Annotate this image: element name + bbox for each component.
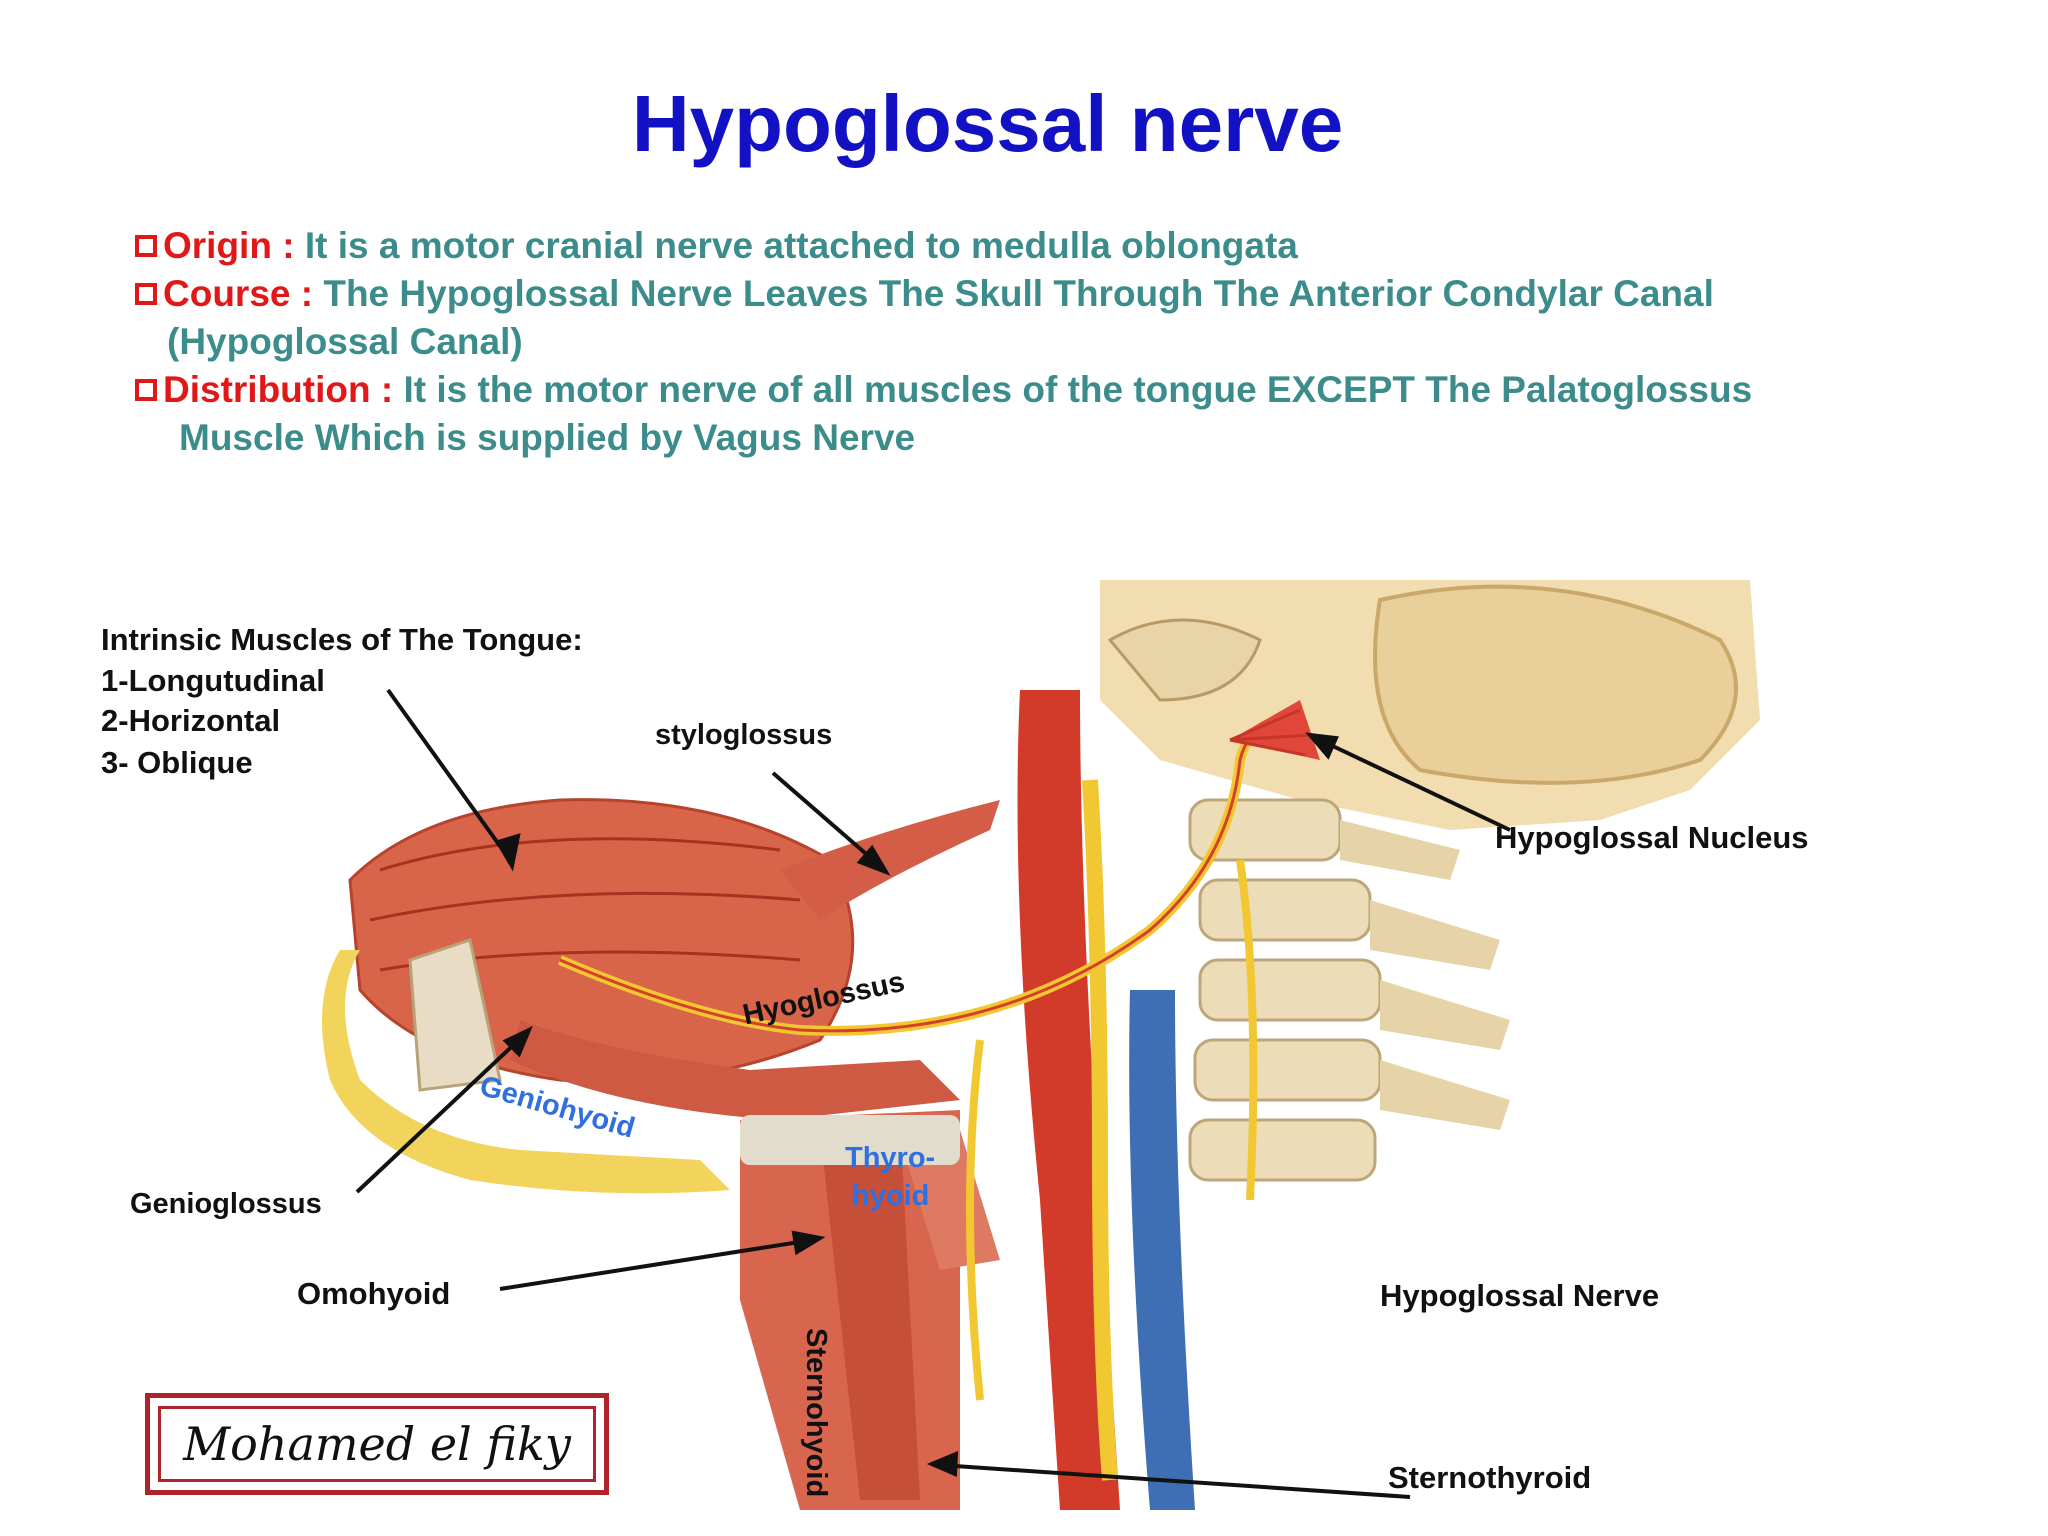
label-omohyoid: Omohyoid (297, 1276, 451, 1311)
bullet-course: Course : The Hypoglossal Nerve Leaves Th… (135, 270, 1752, 318)
bullet-text: It is the motor nerve of all muscles of … (403, 369, 1753, 410)
bullet-text: The Hypoglossal Nerve Leaves The Skull T… (323, 273, 1714, 314)
signature-inner-frame: Mohamed el fiky (158, 1406, 596, 1482)
label-intrinsic-2: 2-Horizontal (101, 703, 281, 738)
bullet-key: Course : (163, 273, 314, 314)
bullet-continuation: (Hypoglossal Canal) (167, 321, 523, 362)
bullet-continuation: Muscle Which is supplied by Vagus Nerve (179, 417, 916, 458)
bullet-list: Origin : It is a motor cranial nerve att… (135, 222, 1752, 462)
label-hypoglossal-nucleus: Hypoglossal Nucleus (1495, 820, 1809, 855)
bullet-key: Origin : (163, 225, 295, 266)
label-hypoglossal-nerve: Hypoglossal Nerve (1380, 1278, 1660, 1313)
label-thyrohyoid-line2: hyoid (852, 1180, 930, 1212)
bullet-origin: Origin : It is a motor cranial nerve att… (135, 222, 1752, 270)
checkbox-bullet-icon (135, 235, 157, 257)
checkbox-bullet-icon (135, 283, 157, 305)
label-intrinsic-3: 3- Oblique (101, 745, 253, 780)
author-signature-box: Mohamed el fiky (145, 1393, 609, 1495)
label-sternohyoid: Sternohyoid (800, 1328, 832, 1498)
label-thyrohyoid-line1: Thyro- (845, 1142, 936, 1174)
label-genioglossus: Genioglossus (130, 1188, 322, 1220)
label-intrinsic-heading: Intrinsic Muscles of The Tongue: (101, 622, 583, 657)
bullet-distribution: Distribution : It is the motor nerve of … (135, 366, 1752, 414)
label-styloglossus: styloglossus (655, 719, 833, 751)
label-sternothyroid: Sternothyroid (1388, 1460, 1592, 1495)
slide-title: Hypoglossal nerve (631, 79, 1344, 168)
bullet-text: It is a motor cranial nerve attached to … (304, 225, 1298, 266)
author-signature: Mohamed el fiky (183, 1417, 571, 1471)
bullet-key: Distribution : (163, 369, 394, 410)
label-intrinsic-1: 1-Longutudinal (101, 663, 325, 698)
checkbox-bullet-icon (135, 379, 157, 401)
